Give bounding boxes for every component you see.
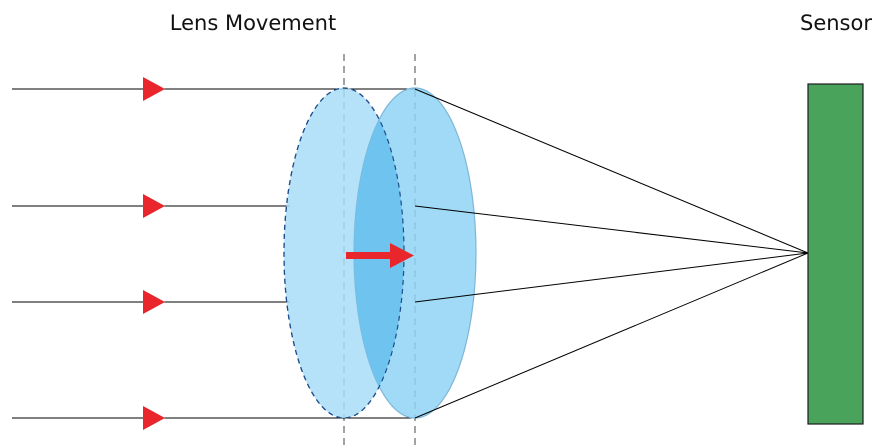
- converging-ray-3: [414, 252, 809, 303]
- sensor-label: Sensor: [800, 11, 872, 35]
- movement-arrow-shaft: [346, 252, 392, 259]
- converging-ray-2: [414, 205, 809, 254]
- ray-arrow-4-icon: [143, 406, 165, 430]
- ray-arrow-1-icon: [143, 77, 165, 101]
- sensor: [807, 83, 864, 425]
- lens-movement-label: Lens Movement: [170, 11, 336, 35]
- ray-arrow-2-icon: [143, 194, 165, 218]
- movement-arrow-icon: [390, 243, 414, 268]
- converging-ray-4: [414, 252, 809, 419]
- converging-ray-1: [414, 88, 809, 254]
- lens-overlap-region: [354, 88, 404, 418]
- ray-arrow-3-icon: [143, 290, 165, 314]
